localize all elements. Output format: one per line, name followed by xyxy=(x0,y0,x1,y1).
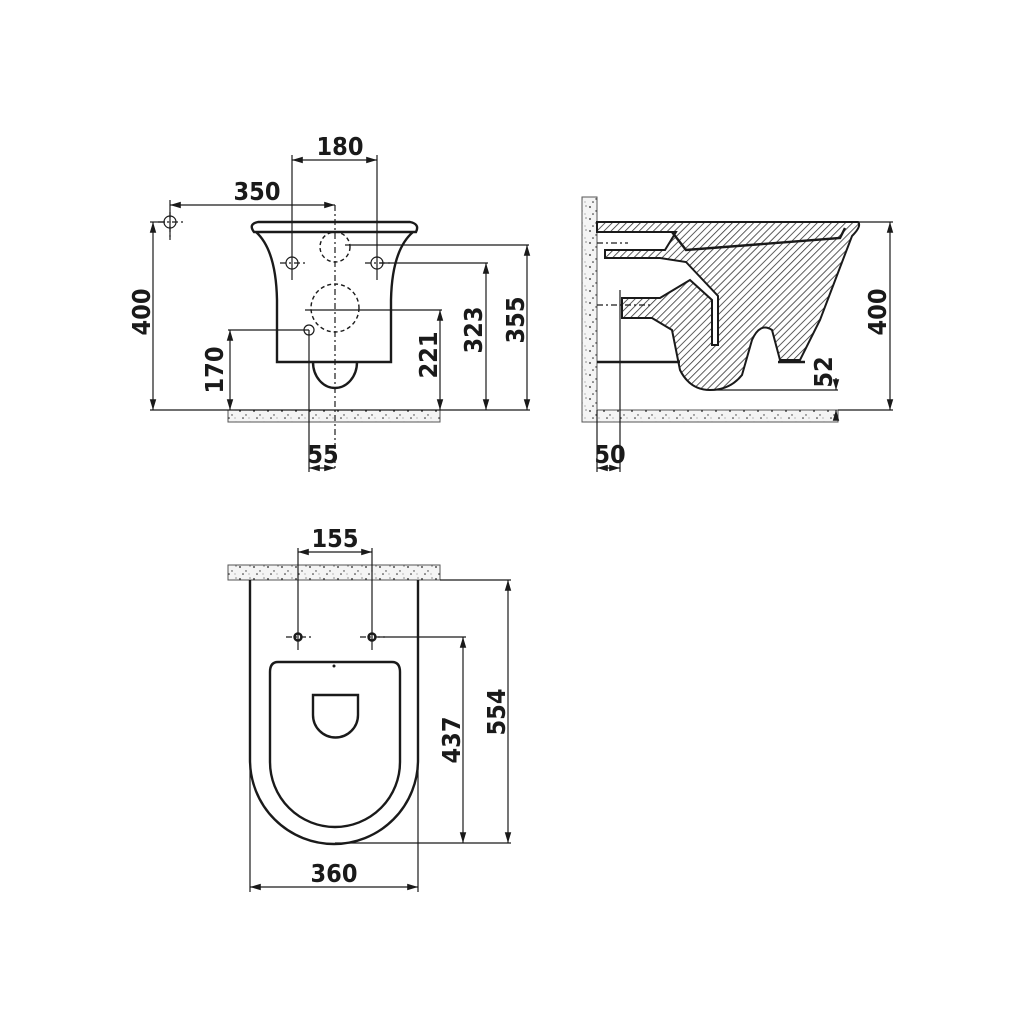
floor-slab xyxy=(227,409,441,423)
dim-180: 180 xyxy=(317,132,364,161)
dim-554: 554 xyxy=(482,689,511,736)
dim-170: 170 xyxy=(200,347,229,394)
seat-outline xyxy=(268,660,402,829)
inlet-circle xyxy=(319,231,351,263)
wall-slab-top xyxy=(227,564,441,581)
dim-360: 360 xyxy=(311,859,358,888)
dim-55: 55 xyxy=(307,440,338,469)
bowl-front-outline xyxy=(250,220,419,364)
dim-437: 437 xyxy=(437,717,466,764)
top-view: 155 437 554 360 xyxy=(227,524,512,892)
dim-350: 350 xyxy=(234,177,281,206)
floor-slab-side xyxy=(596,409,839,423)
bowl-top-outline xyxy=(248,580,420,846)
dim-400-front: 400 xyxy=(127,289,156,336)
rim-line xyxy=(671,227,847,252)
bowl-section xyxy=(596,221,861,392)
dim-155: 155 xyxy=(312,524,359,553)
dim-323: 323 xyxy=(459,307,488,354)
side-view: 400 52 50 xyxy=(581,196,894,472)
dim-355: 355 xyxy=(501,297,530,344)
dim-50: 50 xyxy=(594,440,625,469)
outlet-circle xyxy=(310,283,360,333)
dim-221: 221 xyxy=(414,332,443,379)
dim-400-side: 400 xyxy=(863,289,892,336)
dim-52: 52 xyxy=(809,356,838,387)
wall xyxy=(581,196,598,423)
bowl-opening xyxy=(311,693,360,739)
front-view: 180 350 400 170 221 323 355 55 xyxy=(127,132,531,472)
